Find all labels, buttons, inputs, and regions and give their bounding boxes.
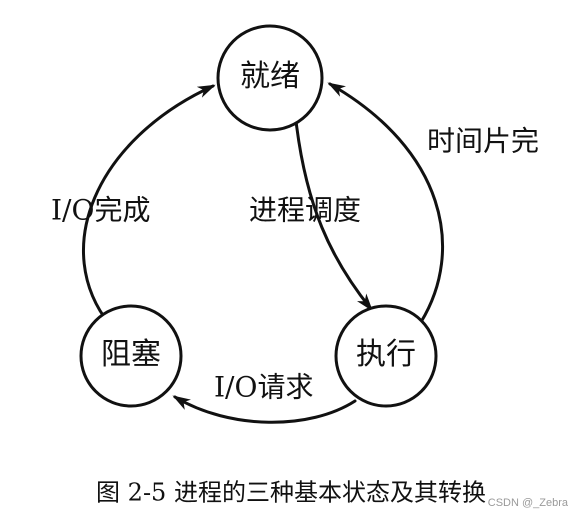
csdn-watermark: CSDN @_Zebra: [488, 497, 569, 509]
state-ready-label: 就绪: [240, 59, 300, 94]
state-running-circle: [334, 304, 438, 408]
state-ready-circle: [216, 24, 324, 132]
state-running: 执行: [334, 304, 438, 408]
label-timeslice-expired: 时间片完: [427, 125, 539, 158]
state-blocked-label: 阻塞: [101, 337, 161, 372]
edge-running-to-ready: [327, 82, 445, 324]
label-schedule: 进程调度: [249, 194, 361, 227]
edge-blocked-to-ready: [82, 84, 216, 327]
edge-ready-to-running: [294, 119, 373, 312]
state-ready: 就绪: [216, 24, 324, 132]
figure-caption: 图 2-5 进程的三种基本状态及其转换: [96, 479, 486, 507]
label-io-complete: I/O完成: [51, 194, 150, 227]
state-blocked-circle: [79, 304, 183, 408]
label-io-request: I/O请求: [214, 371, 313, 404]
state-blocked: 阻塞: [79, 304, 183, 408]
state-running-label: 执行: [356, 337, 416, 372]
edge-running-to-blocked: [172, 395, 357, 424]
